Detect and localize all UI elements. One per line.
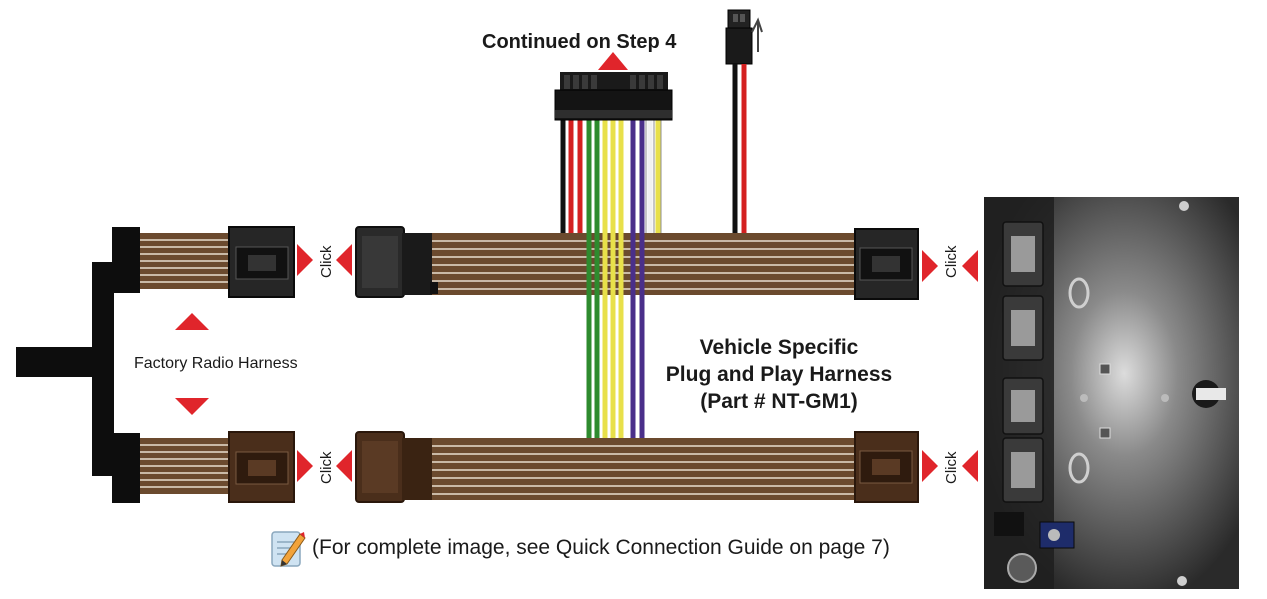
factory-down-arrow: [175, 398, 209, 415]
factory-radio-harness-label: Factory Radio Harness: [134, 355, 298, 372]
harness-top-input-connector: [355, 226, 438, 298]
click-label-top-right: Click: [943, 245, 960, 278]
pencil-note-icon: [270, 528, 306, 568]
bottom-left-wire-bundle: [140, 438, 232, 494]
signal-wire-outlines: [645, 118, 662, 233]
harness-top-output-connector: [854, 228, 919, 300]
harness-bottom-output-connector: [854, 431, 919, 503]
continue-up-arrow: [598, 52, 628, 70]
factory-up-arrow: [175, 313, 209, 330]
click-label-top-left: Click: [318, 245, 335, 278]
factory-radio-back-panel: [984, 197, 1239, 589]
quick-guide-note: (For complete image, see Quick Connectio…: [270, 528, 890, 568]
continued-on-step-label: Continued on Step 4: [482, 31, 677, 53]
quick-guide-note-text: (For complete image, see Quick Connectio…: [312, 536, 890, 559]
factory-radio-harness-splitter: [16, 227, 140, 503]
vehicle-harness-label-line1: Vehicle Specific: [700, 336, 859, 359]
top-multipin-plug: [554, 72, 673, 121]
top-left-connector: [228, 226, 295, 298]
vehicle-harness-label-line3: (Part # NT-GM1): [700, 390, 858, 413]
power-plug: [725, 9, 763, 233]
vehicle-harness-label-line2: Plug and Play Harness: [666, 363, 892, 386]
signal-wires: [560, 118, 661, 438]
harness-bottom-input-connector: [355, 431, 432, 503]
bottom-left-connector: [228, 431, 295, 503]
click-arrows: [297, 244, 978, 482]
click-label-bottom-left: Click: [318, 451, 335, 484]
click-label-bottom-right: Click: [943, 451, 960, 484]
top-left-wire-bundle: [140, 233, 232, 289]
bottom-main-wire-bundle: [430, 438, 858, 500]
